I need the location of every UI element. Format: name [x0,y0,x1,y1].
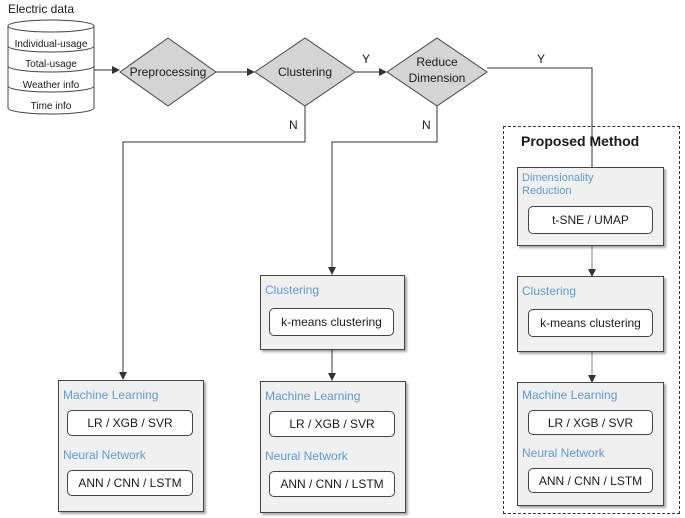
no-label-clustering: N [289,118,298,132]
dim-reduction-method-box: t-SNE / UMAP [528,206,653,234]
nn-methods-box: ANN / CNN / LSTM [67,470,193,496]
database-icon [7,19,95,115]
arrow-reduce-to-proposed [487,67,596,177]
clustering-title: Clustering [265,283,320,297]
stack-item-total-usage: Total-usage [25,59,77,70]
no-label-reduce: N [422,118,431,132]
proposed-clustering-panel: Clustering k-means clustering [517,276,664,352]
ml-title: Machine Learning [265,389,361,403]
nn-title: Neural Network [63,448,146,462]
yes-label-clustering: Y [362,52,371,66]
electric-data-title: Electric data [8,2,75,16]
proposed-method-container: Proposed Method [503,126,680,514]
stack-item-time-info: Time info [30,101,72,112]
reduce-dimension-diamond-shape [386,37,488,107]
nn-methods-box: ANN / CNN / LSTM [528,468,653,493]
middle-clustering-panel: Clustering k-means clustering [260,275,405,350]
arrow-clustering-no-to-models [119,106,306,380]
proposed-method-title: Proposed Method [521,133,640,149]
reduce-dimension-line-2: Dimension [408,71,466,85]
preprocessing-diamond: Preprocessing [129,65,207,79]
clustering-title: Clustering [522,284,577,298]
stack-item-individual-usage: Individual-usage [14,39,88,50]
nn-methods-box: ANN / CNN / LSTM [269,471,395,497]
ml-title: Machine Learning [522,388,618,402]
nn-title: Neural Network [265,449,348,463]
ml-title: Machine Learning [63,388,159,402]
proposed-models-panel: Machine Learning LR / XGB / SVR Neural N… [517,382,664,506]
clustering-method-box: k-means clustering [528,309,653,337]
dim-reduction-title-line-2: Reduction [522,185,572,197]
yes-label-reduce: Y [537,52,546,66]
ml-methods-box: LR / XGB / SVR [67,410,193,436]
clustering-method-box: k-means clustering [269,308,394,336]
reduce-dimension-line-1: Reduce [416,55,458,69]
proposed-dim-reduction-panel: Dimensionality Reduction t-SNE / UMAP [517,167,664,246]
stack-item-weather-info: Weather info [22,80,80,91]
dim-reduction-title-line-1: Dimensionality [522,172,594,184]
ml-methods-box: LR / XGB / SVR [269,411,395,437]
nn-title: Neural Network [522,446,605,460]
left-models-panel: Machine Learning LR / XGB / SVR Neural N… [58,380,204,512]
arrow-reduce-no-to-clustering [328,106,438,275]
ml-methods-box: LR / XGB / SVR [528,410,653,435]
middle-models-panel: Machine Learning LR / XGB / SVR Neural N… [260,381,406,513]
clustering-diamond: Clustering [277,65,333,79]
